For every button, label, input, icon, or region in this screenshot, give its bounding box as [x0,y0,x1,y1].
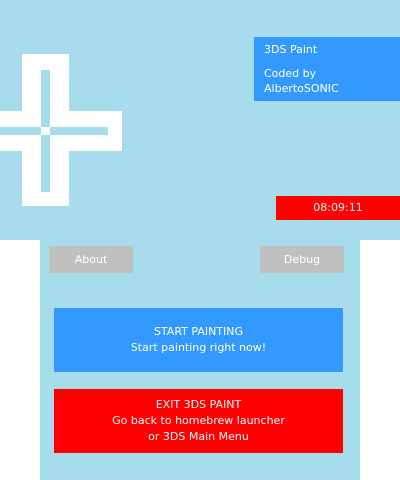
app-title: 3DS Paint [264,43,318,56]
exit-button[interactable]: EXIT 3DS PAINT Go back to homebrew launc… [54,389,343,453]
app-info-panel: 3DS Paint Coded by AlbertoSONIC [254,37,400,101]
clock-display: 08:09:11 [276,196,400,220]
dpad-icon [0,0,130,220]
credit-line: Coded by [264,67,317,80]
about-button[interactable]: About [49,246,133,273]
start-painting-title: START PAINTING [153,325,244,338]
top-screen: 3DS Paint Coded by AlbertoSONIC 08:09:11 [0,0,400,240]
start-painting-subtitle: Start painting right now! [130,341,267,354]
author-name: AlbertoSONIC [264,82,339,95]
debug-button[interactable]: Debug [260,246,344,273]
exit-title: EXIT 3DS PAINT [155,398,242,411]
exit-subtitle-line: or 3DS Main Menu [148,430,249,443]
start-painting-button[interactable]: START PAINTING Start painting right now! [54,308,343,372]
exit-subtitle-line: Go back to homebrew launcher [112,414,285,427]
